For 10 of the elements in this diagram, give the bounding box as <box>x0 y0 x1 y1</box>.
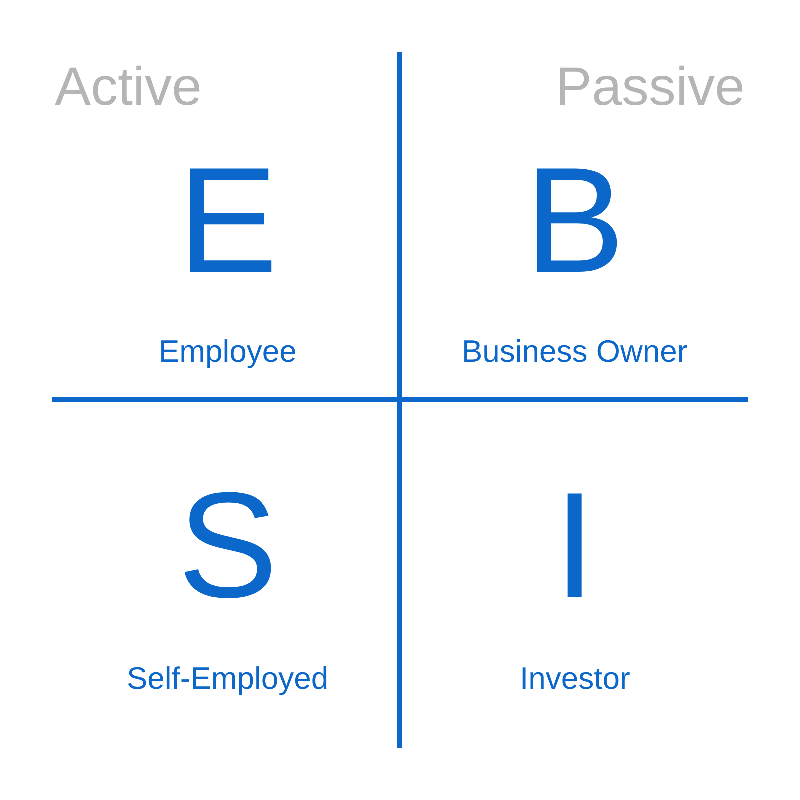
axis-heading: Passive <box>556 60 746 114</box>
quadrant-letter: S <box>178 470 278 620</box>
quadrant-letter: I <box>554 470 596 620</box>
quadrant-label: Business Owner <box>462 336 688 367</box>
axis-heading: Active <box>55 60 202 114</box>
quadrant-letter: B <box>525 145 626 295</box>
quadrant-label: Self-Employed <box>127 663 329 694</box>
quadrant-label: Employee <box>159 336 297 367</box>
quadrant-letter: E <box>178 145 278 295</box>
quadrant-label: Investor <box>520 663 630 694</box>
